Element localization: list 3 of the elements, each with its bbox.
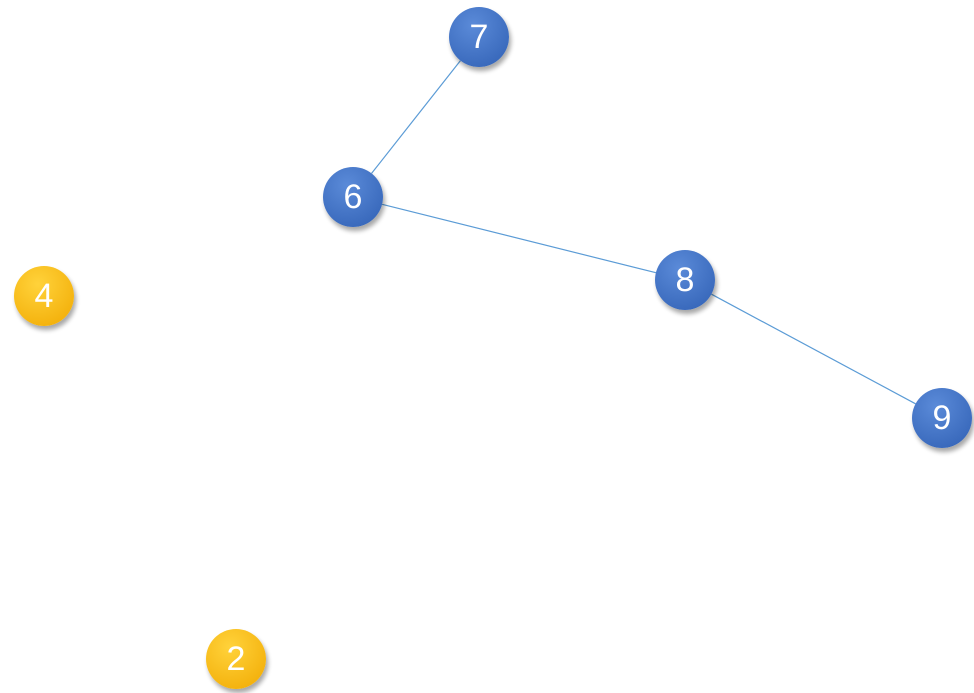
- connector-line: [711, 294, 916, 404]
- connector-line: [382, 204, 656, 274]
- connector-line: [371, 60, 461, 174]
